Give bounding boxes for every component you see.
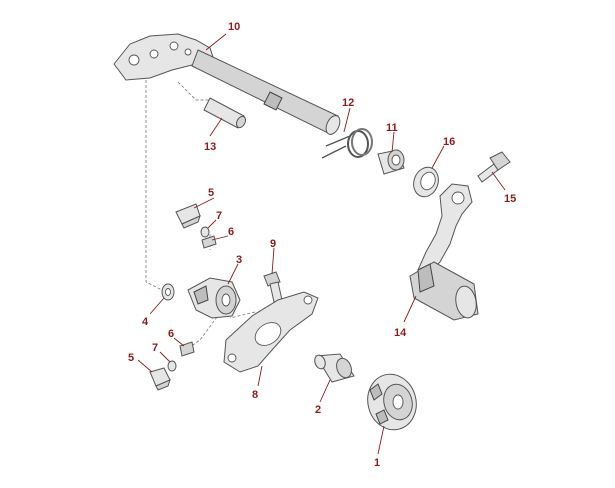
callout-15: 15 — [504, 193, 516, 205]
callout-12: 12 — [342, 97, 354, 109]
bolt-part-15 — [477, 151, 511, 183]
callout-9: 9 — [270, 238, 276, 250]
pin-part-13 — [203, 97, 247, 129]
callout-4: 4 — [142, 316, 149, 328]
spring-part-6-upper — [201, 235, 217, 249]
callout-labels: 10 12 11 16 15 13 14 5 7 6 3 4 9 6 7 5 8… — [128, 21, 516, 469]
shift-shaft-part-10 — [113, 33, 341, 135]
callout-16: 16 — [443, 136, 455, 148]
roller-part-7-upper — [200, 226, 210, 238]
block-part-5-upper — [175, 203, 201, 229]
callout-14: 14 — [394, 327, 407, 339]
washer-part-4 — [161, 283, 175, 301]
callout-11: 11 — [386, 122, 398, 134]
holder-part-3 — [187, 277, 241, 319]
callout-7-upper: 7 — [216, 210, 222, 222]
callout-3: 3 — [236, 254, 242, 266]
callout-2: 2 — [315, 404, 321, 416]
callout-1: 1 — [374, 457, 380, 469]
bolt-part-9 — [263, 271, 283, 303]
callout-5-lower: 5 — [128, 352, 134, 364]
roller-part-7-lower — [167, 360, 177, 372]
callout-13: 13 — [204, 141, 216, 153]
callout-8: 8 — [252, 389, 258, 401]
leader-lines — [137, 33, 506, 455]
block-part-5-lower — [149, 367, 171, 391]
plate-part-8 — [223, 291, 319, 373]
bushing-part-11 — [377, 149, 405, 175]
shift-lever-part-14 — [409, 183, 479, 321]
shaft-part-2 — [314, 353, 355, 383]
callout-6-lower: 6 — [168, 328, 174, 340]
ring-part-16 — [413, 166, 439, 198]
callout-6-upper: 6 — [228, 226, 234, 238]
callout-5-upper: 5 — [208, 187, 214, 199]
spring-part-12 — [321, 128, 373, 159]
callout-10: 10 — [228, 21, 240, 33]
cam-part-1 — [367, 373, 417, 431]
callout-7-lower: 7 — [152, 342, 158, 354]
